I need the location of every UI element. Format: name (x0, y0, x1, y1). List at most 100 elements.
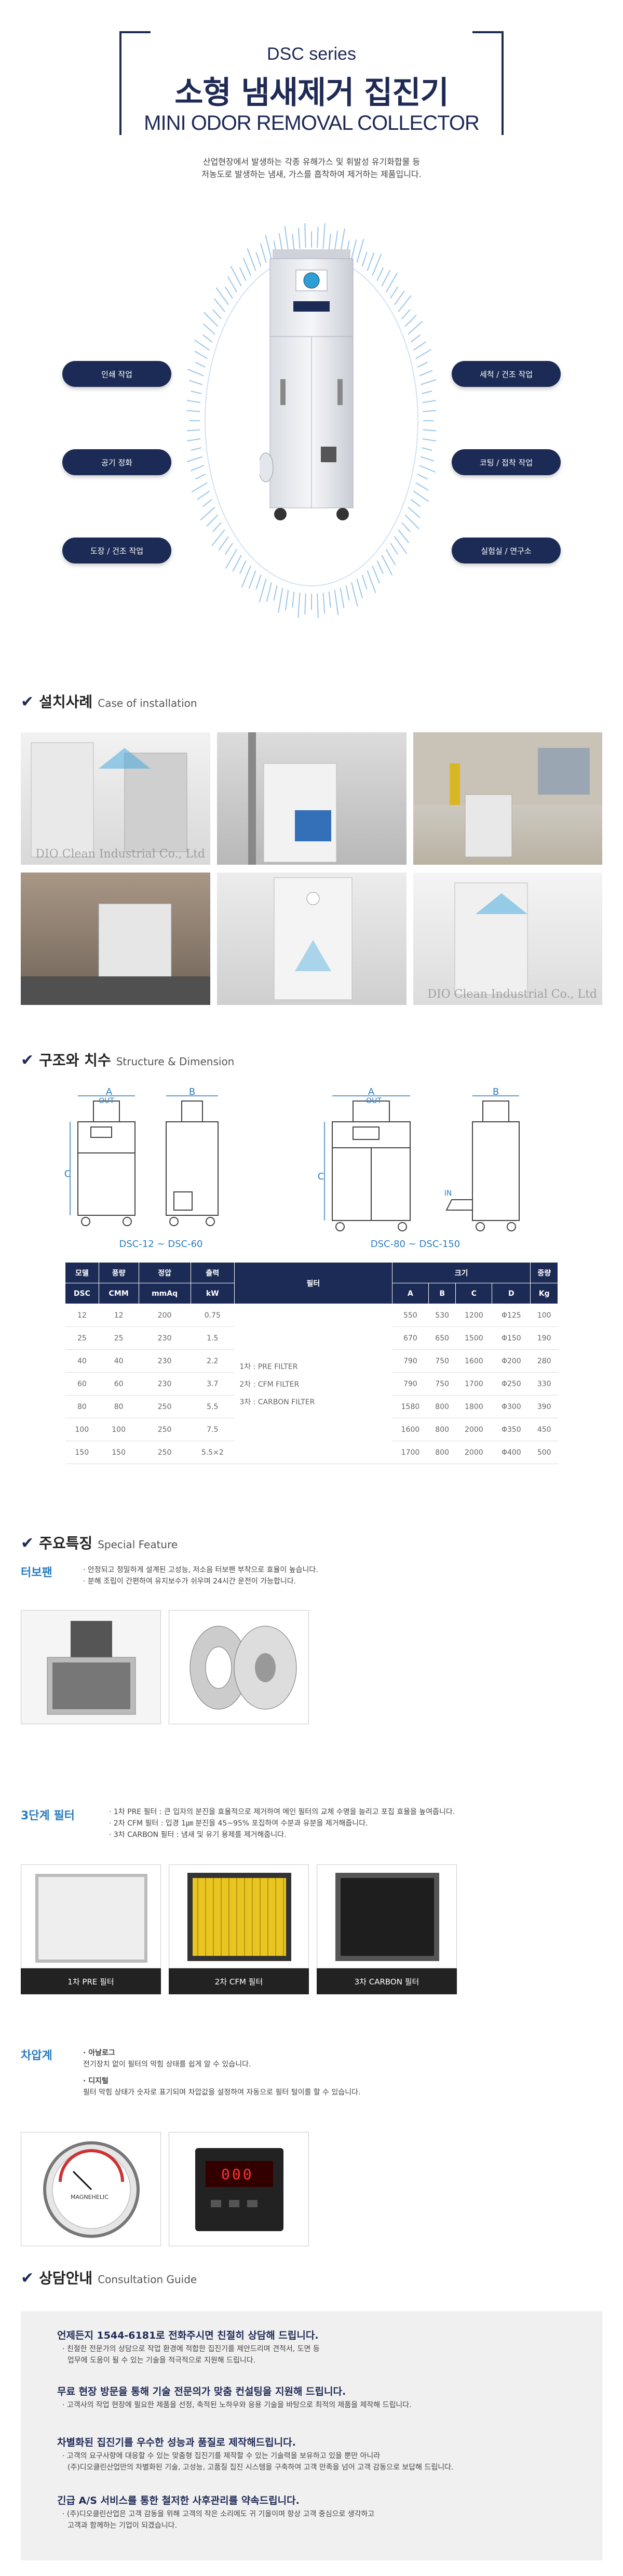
ring-ray (242, 258, 251, 276)
hero-desc-line2: 저농도로 발생하는 냄새, 가스를 흡착하여 제거하는 제품입니다. (201, 169, 422, 179)
ring-ray (417, 361, 428, 368)
table-cell: 150 (99, 1441, 139, 1464)
table-cell: 7.5 (191, 1418, 235, 1441)
ring-ray (187, 410, 200, 412)
ring-ray (390, 286, 399, 299)
install-photo-2 (217, 732, 407, 865)
ring-ray (404, 514, 419, 530)
table-cell: 1800 (455, 1395, 492, 1418)
gauge-analog-desc: 전기장치 없이 필터의 막힘 상태를 쉽게 알 수 있습니다. (83, 2060, 251, 2069)
consult-q2: 무료 현장 방문을 통해 기술 전문의가 맞춤 컨설팅을 지원해 드립니다. (57, 2386, 346, 2397)
table-cell: 230 (139, 1372, 191, 1396)
ring-ray (317, 593, 319, 618)
feature-title-ko: 주요특징 (39, 1535, 93, 1552)
ring-ray (218, 536, 229, 551)
table-cell: Φ125 (492, 1304, 531, 1327)
table-cell: 750 (428, 1372, 456, 1396)
hero-title: 소형 냄새제거 집진기 (174, 75, 449, 111)
in-label: IN (444, 1189, 452, 1198)
structure-title-en: Structure & Dimension (116, 1055, 235, 1068)
ring-ray (187, 399, 201, 404)
ring-ray (187, 438, 201, 442)
consult-a2: · 고객사의 작업 현장에 필요한 제품을 선정, 축적된 노하우와 응용 기술… (62, 2399, 412, 2411)
table-cell: 790 (392, 1349, 429, 1373)
table-cell: 800 (428, 1395, 456, 1418)
dim-label-b: B (188, 1086, 196, 1097)
table-cell: 790 (392, 1372, 429, 1396)
table-cell: 25 (65, 1326, 99, 1350)
table-cell: 40 (65, 1349, 99, 1373)
ring-ray (334, 589, 339, 615)
dim-label-b-large: B (492, 1086, 499, 1097)
table-cell: 550 (392, 1304, 429, 1327)
table-cell: 12 (99, 1304, 139, 1327)
pre-filter-photo (21, 1864, 161, 1968)
filter-line1: · 1차 PRE 필터 : 큰 입자의 분진을 효율적으로 제거하여 메인 필터… (109, 1808, 455, 1816)
table-cell: 80 (99, 1395, 139, 1418)
ring-ray (197, 490, 210, 500)
ring-ray (322, 223, 326, 249)
table-cell: 3.7 (191, 1372, 235, 1396)
consult-a1-line2: 업무에 도움이 될 수 있는 기술을 적극적으로 지원해 드립니다. (67, 2356, 256, 2365)
ring-ray (260, 243, 267, 263)
th-unit-flow: CMM (98, 1283, 139, 1304)
ring-ray (381, 555, 393, 575)
watermark-text: DIO Clean Industrial Co., Ltd (427, 988, 597, 1001)
ring-ray (322, 593, 326, 614)
ring-ray (351, 239, 357, 260)
th-unit-pressure: mmAq (138, 1283, 191, 1304)
install-photo-4 (21, 873, 210, 1005)
ring-ray (266, 582, 272, 602)
table-cell: 60 (99, 1372, 139, 1396)
feature-title-en: Special Feature (98, 1538, 178, 1551)
spec-table: 모델 풍량 정압 출력 필터 크기 중량 DSC CMM mmAq kW A B… (65, 1262, 558, 1464)
th-power: 출력 (190, 1262, 235, 1283)
table-cell: Φ150 (492, 1326, 531, 1350)
table-cell: 2000 (455, 1441, 492, 1464)
table-cell: 1600 (392, 1418, 429, 1441)
ring-ray (356, 579, 363, 598)
filter-line2: · 2차 CFM 필터 : 입경 1㎛ 분진을 45~95% 포집하여 수분과 … (109, 1819, 368, 1828)
table-cell: 100 (65, 1418, 99, 1441)
filter-stage-label: 2차 : CFM FILTER (239, 1380, 300, 1389)
ring-ray (213, 298, 225, 312)
ring-ray (212, 309, 222, 319)
ring-ray (204, 312, 219, 327)
ring-ray (278, 587, 283, 613)
ring-ray (297, 227, 301, 249)
ring-ray (232, 555, 242, 572)
dimension-drawings (70, 1095, 520, 1231)
ring-ray (265, 235, 272, 260)
table-cell: 5.5 (191, 1395, 235, 1418)
ring-ray (191, 447, 201, 451)
th-model: 모델 (65, 1262, 99, 1283)
ring-ray (381, 270, 391, 287)
ring-ray (376, 560, 384, 574)
check-icon: ✔ (21, 2269, 34, 2287)
install-photo-3 (413, 732, 602, 865)
ring-ray (361, 574, 368, 589)
th-unit-b: B (428, 1283, 456, 1304)
structure-title-ko: 구조와 치수 (39, 1052, 111, 1069)
check-icon: ✔ (21, 693, 34, 711)
ring-ray (417, 474, 428, 480)
table-cell: Φ250 (492, 1372, 531, 1396)
ring-ray (372, 253, 382, 276)
table-cell: Φ300 (492, 1395, 531, 1418)
consult-a3-line1: · 고객의 요구사항에 대응할 수 있는 맞춤형 집진기를 제작할 수 있는 기… (62, 2452, 381, 2460)
install-photo-6: DIO Clean Industrial Co., Ltd (413, 873, 602, 1005)
ring-ray (410, 499, 421, 507)
ring-ray (190, 465, 204, 472)
dim-label-a: A (105, 1086, 113, 1097)
table-cell: 450 (530, 1418, 558, 1441)
ring-ray (401, 522, 411, 532)
ring-ray (422, 447, 432, 451)
consult-q3: 차별화된 집진기를 우수한 성능과 품질로 제작해드립니다. (57, 2437, 296, 2448)
ring-ray (419, 370, 433, 377)
th-pressure: 정압 (138, 1262, 191, 1283)
ring-ray (292, 592, 295, 608)
install-section-title: ✔ 설치사례 Case of installation (21, 691, 197, 712)
cfm-filter-photo (169, 1864, 309, 1968)
